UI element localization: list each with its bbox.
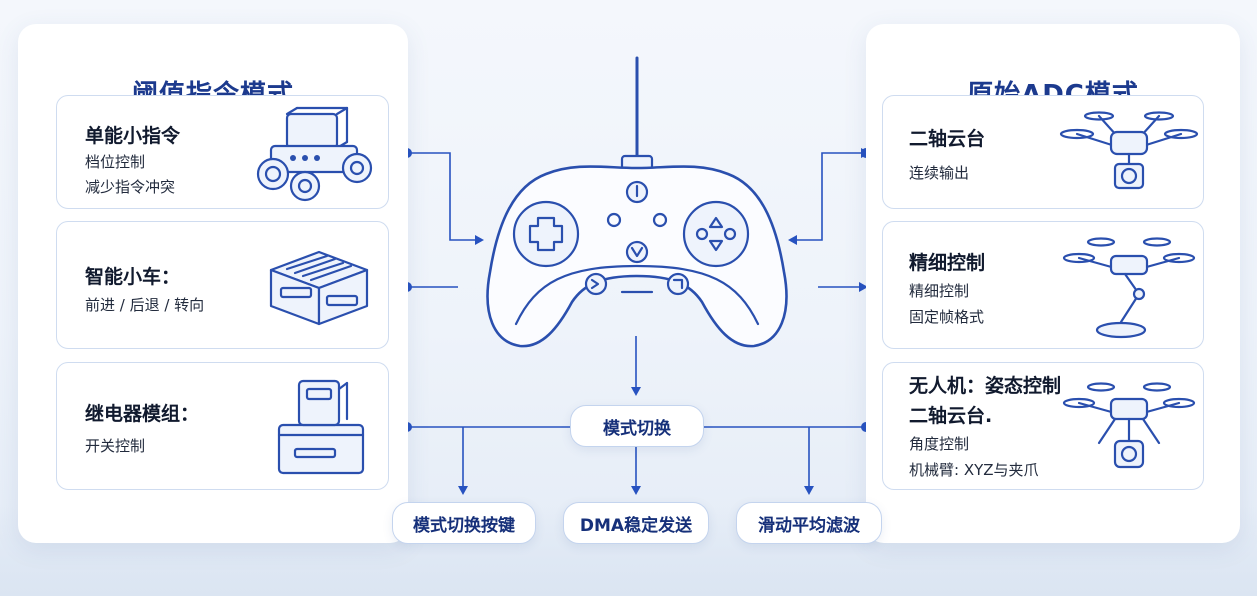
card-line: 机械臂: XYZ与夹爪: [909, 461, 1039, 479]
robot-car-icon: [256, 106, 373, 202]
card-title-2: 二轴云台.: [909, 405, 993, 427]
card-line: 固定帧格式: [909, 308, 985, 326]
mode-switch-label: 模式切换: [570, 405, 704, 447]
card-title: 无人机：姿态控制: [909, 375, 1062, 397]
card-title: 智能小车：: [85, 266, 181, 288]
card-line: 档位控制: [85, 153, 146, 171]
gamepad-icon: [486, 56, 788, 348]
robotic-arm-drone-icon: [1062, 237, 1196, 339]
card-gimbal: 二轴云台 连续输出: [882, 95, 1204, 209]
card-single-command: 单能小指令 档位控制 减少指令冲突: [56, 95, 389, 209]
camera-drone-icon: [1062, 382, 1196, 469]
gimbal-drone-icon: [1059, 111, 1199, 190]
card-fine-control: 精细控制 精细控制 固定帧格式: [882, 221, 1204, 349]
mode-switch-key-label: 模式切换按键: [392, 502, 536, 544]
card-title: 继电器模组：: [85, 403, 200, 425]
card-line: 角度控制: [909, 435, 970, 453]
card-line: 减少指令冲突: [85, 178, 176, 196]
card-title: 精细控制: [909, 252, 986, 274]
relay-module-icon: [277, 379, 365, 475]
card-title: 二轴云台: [909, 128, 986, 150]
dma-stable-send-label: DMA稳定发送: [563, 502, 709, 544]
card-line: 精细控制: [909, 282, 970, 300]
card-relay-module: 继电器模组： 开关控制: [56, 362, 389, 490]
card-line: 前进 / 后退 / 转向: [85, 296, 205, 314]
raw-adc-mode-panel: 原始ADC模式 二轴云台 连续输出 精细控制 精细控制 固定帧格式: [866, 24, 1240, 543]
card-title: 单能小指令: [85, 125, 181, 147]
card-drone-attitude: 无人机：姿态控制 二轴云台. 角度控制 机械臂: XYZ与夹爪: [882, 362, 1204, 490]
card-line: 连续输出: [909, 164, 970, 182]
control-module-icon: [269, 250, 369, 326]
moving-average-filter-label: 滑动平均滤波: [736, 502, 882, 544]
card-smart-car: 智能小车： 前进 / 后退 / 转向: [56, 221, 389, 349]
threshold-mode-panel: 阈值指令模式 单能小指令 档位控制 减少指令冲突 智能小车： 前进 / 后退 /…: [18, 24, 408, 543]
card-line: 开关控制: [85, 437, 146, 455]
